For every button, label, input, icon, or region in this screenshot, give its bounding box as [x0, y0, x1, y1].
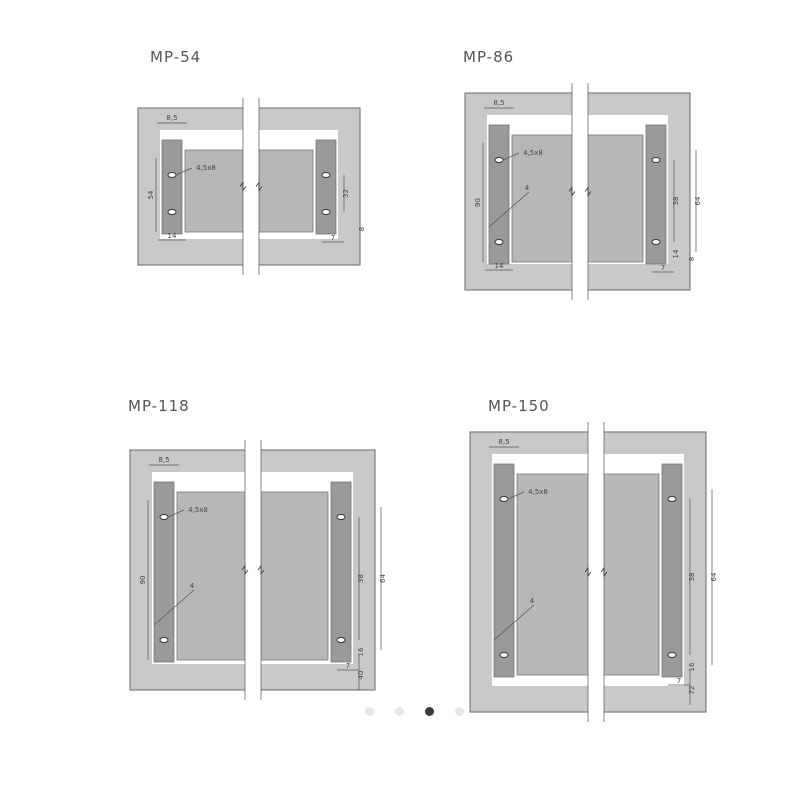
dim-mid2: 14 — [672, 249, 680, 258]
runner-right — [330, 481, 352, 663]
runner-right — [661, 463, 683, 678]
dim-top: 8,5 — [493, 99, 504, 107]
mounting-hole — [667, 496, 677, 502]
carousel-dot-4[interactable] — [455, 707, 464, 716]
dim-side: 7 — [661, 264, 665, 272]
dim-top: 8,5 — [166, 114, 177, 122]
leader-line — [502, 152, 520, 161]
carousel-dots — [365, 707, 464, 716]
mounting-hole — [167, 172, 177, 178]
break-symbol — [239, 181, 247, 192]
mounting-hole — [494, 239, 504, 245]
runner-left — [161, 139, 183, 235]
leader-line — [153, 589, 195, 626]
dim-small: 8 — [688, 257, 696, 261]
panel-title-mp150: MP-150 — [488, 397, 550, 415]
mounting-hole — [167, 209, 177, 215]
carousel-dot-1[interactable] — [365, 707, 374, 716]
dim-width: 14 — [495, 262, 504, 270]
break-symbol — [241, 564, 249, 576]
dim-low: 72 — [688, 686, 696, 695]
break-gap — [245, 440, 261, 700]
dim-side: 7 — [331, 234, 335, 242]
mounting-hole — [651, 239, 661, 245]
dim-width: 14 — [168, 232, 177, 240]
dim-height: 90 — [139, 576, 147, 585]
carousel-dot-2[interactable] — [395, 707, 404, 716]
dim-small: 8 — [358, 227, 366, 231]
runner-left — [153, 481, 175, 663]
mounting-hole — [336, 637, 346, 643]
panel-title-mp118: MP-118 — [128, 397, 190, 415]
panel-title-mp86: MP-86 — [463, 48, 515, 66]
panel-mp-86: 8,5 4,5x8 90 4 14 38 64 14 8 7 — [464, 83, 702, 300]
panel-title-mp54: MP-54 — [150, 48, 202, 66]
dim-slant: 4 — [525, 184, 530, 192]
mounting-hole — [651, 157, 661, 163]
break-symbol — [568, 186, 576, 197]
dim-slant: 4 — [530, 597, 535, 605]
mounting-hole — [336, 514, 346, 520]
dim-big: 64 — [379, 574, 387, 583]
dim-hole: 4,5x8 — [523, 149, 543, 157]
dim-mid: 38 — [357, 574, 365, 583]
mounting-hole — [499, 652, 509, 658]
runner-left — [493, 463, 515, 678]
mounting-hole — [321, 172, 331, 178]
dim-low: 40 — [357, 671, 365, 680]
dim-mid2: 16 — [688, 662, 696, 671]
mounting-hole — [159, 514, 169, 520]
dim-mid2: 16 — [357, 647, 365, 656]
dim-mid: 38 — [672, 197, 680, 206]
dim-slant: 4 — [190, 582, 195, 590]
dim-top: 8,5 — [498, 438, 509, 446]
dim-mid: 38 — [688, 573, 696, 582]
leader-line — [175, 167, 193, 176]
runner-right — [315, 139, 337, 235]
panel-mp-150: 8,5 4,5x8 4 38 64 16 7 72 — [469, 422, 718, 722]
dim-big: 64 — [710, 572, 718, 581]
runner-right — [645, 124, 667, 265]
mounting-hole — [159, 637, 169, 643]
break-symbol — [255, 181, 263, 192]
carousel-dot-3[interactable] — [425, 707, 434, 716]
break-symbol — [584, 186, 592, 197]
dim-top: 8,5 — [158, 456, 169, 464]
panel-mp-118: 8,5 4,5x8 90 4 38 64 16 7 40 — [129, 440, 387, 700]
dim-side: 7 — [346, 662, 350, 670]
leader-line — [167, 509, 185, 518]
break-gap — [588, 422, 604, 722]
break-symbol — [600, 566, 608, 578]
mounting-hole — [494, 157, 504, 163]
mounting-hole — [499, 496, 509, 502]
dim-side: 7 — [677, 677, 681, 685]
break-symbol — [584, 566, 592, 578]
dim-hole: 4,5x8 — [196, 164, 216, 172]
leader-line — [488, 191, 530, 228]
leader-line — [493, 604, 535, 641]
break-gap — [243, 98, 259, 275]
leader-line — [507, 491, 525, 500]
mounting-hole — [321, 209, 331, 215]
dim-height: 54 — [147, 190, 155, 199]
dim-big: 64 — [694, 196, 702, 205]
break-gap — [572, 83, 588, 300]
panel-mp-54: 8,5 4,5x8 54 14 32 8 7 — [137, 98, 366, 275]
dim-mid: 32 — [342, 189, 350, 198]
dim-hole: 4,5x8 — [528, 488, 548, 496]
mounting-hole — [667, 652, 677, 658]
dim-height: 90 — [474, 198, 482, 207]
break-symbol — [257, 564, 265, 576]
dim-hole: 4,5x8 — [188, 506, 208, 514]
